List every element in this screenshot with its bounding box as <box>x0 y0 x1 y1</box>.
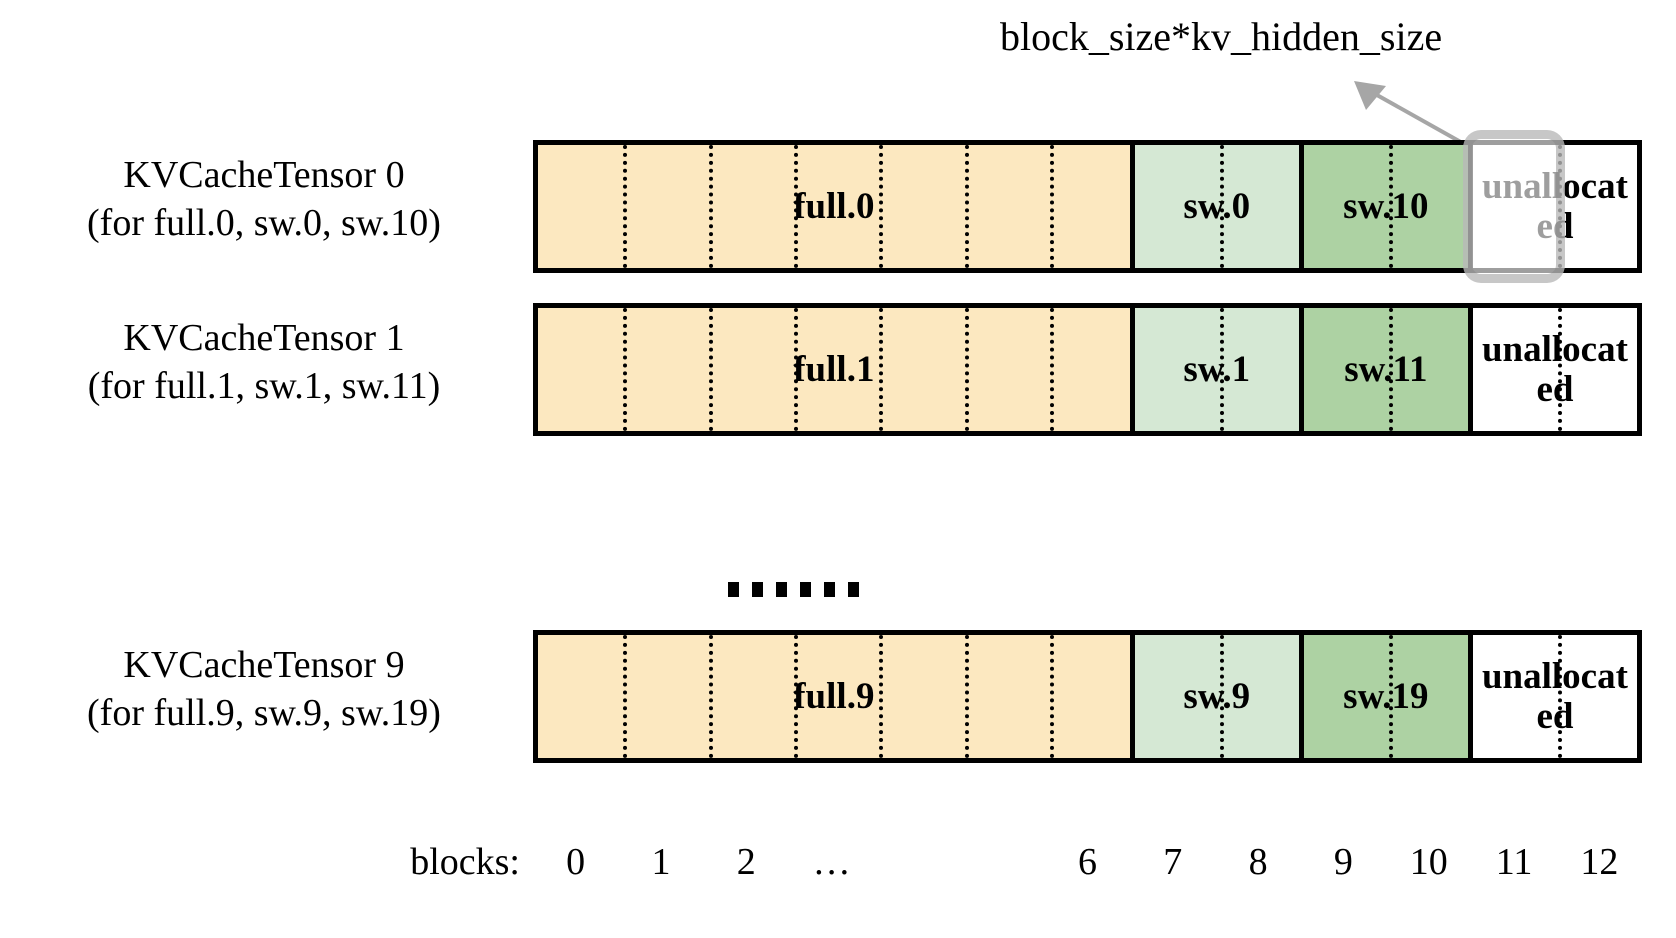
ellipsis-dot <box>800 582 811 597</box>
axis-title: blocks: <box>410 841 520 883</box>
block-divider <box>708 308 713 431</box>
segment-sw-dark[interactable]: sw.11 <box>1298 308 1468 431</box>
segment-sw-dark[interactable]: sw.19 <box>1298 635 1468 758</box>
segment-full[interactable]: full.1 <box>538 308 1130 431</box>
block-divider <box>1049 308 1054 431</box>
row-label-subtitle: (for full.1, sw.1, sw.11) <box>87 364 441 407</box>
rows-ellipsis <box>728 582 859 597</box>
ellipsis-dot <box>752 582 763 597</box>
block-divider <box>1049 635 1054 758</box>
block-divider <box>1220 308 1224 431</box>
axis-tick-0: 0 <box>566 841 586 883</box>
segment-sw-light[interactable]: sw.0 <box>1129 145 1299 268</box>
block-divider <box>793 635 798 758</box>
block-divider <box>1220 635 1224 758</box>
callout-label-block-size: block_size*kv_hidden_size <box>1000 14 1443 59</box>
ellipsis-dot <box>776 582 787 597</box>
block-divider <box>964 308 969 431</box>
segment-label: sw.19 <box>1343 675 1429 717</box>
axis-tick-7: 7 <box>1163 841 1183 883</box>
segment-label: full.1 <box>793 348 875 390</box>
axis-tick-11: 11 <box>1495 841 1533 883</box>
axis-tick-9: 9 <box>1333 841 1353 883</box>
block-divider <box>623 308 628 431</box>
block-divider <box>879 635 884 758</box>
row-label-subtitle: (for full.0, sw.0, sw.10) <box>87 201 441 244</box>
segment-sw-light[interactable]: sw.9 <box>1129 635 1299 758</box>
segment-unalloc[interactable]: unallocated <box>1467 308 1637 431</box>
block-divider <box>1558 308 1563 431</box>
block-divider <box>1049 145 1054 268</box>
row-label-subtitle: (for full.9, sw.9, sw.19) <box>87 691 441 734</box>
block-divider <box>1389 635 1394 758</box>
segment-full[interactable]: full.9 <box>538 635 1130 758</box>
block-divider <box>879 145 884 268</box>
segment-label: sw.0 <box>1183 185 1251 227</box>
segment-label: full.0 <box>793 185 875 227</box>
block-divider <box>793 308 798 431</box>
row-label-1: KVCacheTensor 1 (for full.1, sw.1, sw.11) <box>4 315 524 411</box>
row-label-title: KVCacheTensor 0 <box>123 154 405 196</box>
segment-label: sw.1 <box>1183 348 1251 390</box>
segment-unalloc[interactable]: unallocated <box>1467 145 1637 268</box>
ellipsis-dot <box>848 582 859 597</box>
block-divider <box>1389 308 1394 431</box>
block-divider <box>623 635 628 758</box>
segment-full[interactable]: full.0 <box>538 145 1130 268</box>
row-label-2: KVCacheTensor 9 (for full.9, sw.9, sw.19) <box>4 642 524 738</box>
kvcache-tensor-bar-1[interactable]: full.1 sw.1 sw.11 unallocated <box>533 303 1642 436</box>
block-divider <box>708 145 713 268</box>
block-divider <box>623 145 628 268</box>
segment-label: unallocated <box>1481 655 1628 737</box>
segment-label: sw.10 <box>1343 185 1429 227</box>
segment-label: unallocated <box>1481 328 1628 410</box>
kvcache-tensor-bar-2[interactable]: full.9 sw.9 sw.19 unallocated <box>533 630 1642 763</box>
block-divider <box>793 145 798 268</box>
axis-tick-8: 8 <box>1248 841 1268 883</box>
segment-label: unallocated <box>1481 165 1628 247</box>
axis-tick-2: 2 <box>736 841 756 883</box>
row-label-title: KVCacheTensor 9 <box>123 644 405 686</box>
segment-label: sw.11 <box>1344 348 1428 390</box>
block-divider <box>879 308 884 431</box>
block-divider <box>1558 635 1563 758</box>
segment-unalloc[interactable]: unallocated <box>1467 635 1637 758</box>
ellipsis-dot <box>728 582 739 597</box>
block-divider <box>708 635 713 758</box>
block-divider <box>1220 145 1224 268</box>
block-divider <box>964 635 969 758</box>
axis-tick-1: 1 <box>651 841 671 883</box>
block-divider <box>964 145 969 268</box>
row-label-title: KVCacheTensor 1 <box>123 317 405 359</box>
segment-sw-dark[interactable]: sw.10 <box>1298 145 1468 268</box>
axis-tick-12: 12 <box>1580 841 1619 883</box>
block-divider <box>1389 145 1394 268</box>
row-label-0: KVCacheTensor 0 (for full.0, sw.0, sw.10) <box>4 152 524 248</box>
axis-tick-6: 6 <box>1078 841 1097 883</box>
axis-tick-…: … <box>812 841 851 883</box>
segment-label: full.9 <box>793 675 875 717</box>
ellipsis-dot <box>824 582 835 597</box>
kvcache-tensor-bar-0[interactable]: full.0 sw.0 sw.10 unallocated <box>533 140 1642 273</box>
segment-sw-light[interactable]: sw.1 <box>1129 308 1299 431</box>
segment-label: sw.9 <box>1183 675 1251 717</box>
axis-tick-10: 10 <box>1409 841 1448 883</box>
